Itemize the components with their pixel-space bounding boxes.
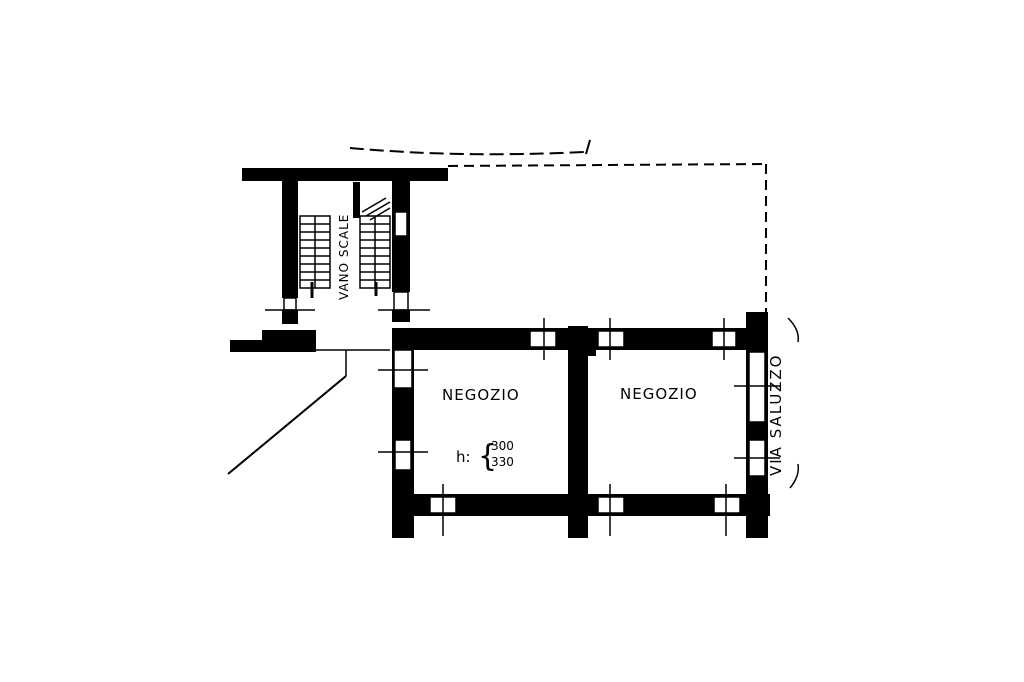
street-bracket-bottom [789,463,800,489]
window-ticks [378,318,780,538]
height-prefix: h: [456,448,471,466]
stair-wall-left-low [282,310,298,324]
partition-notch [588,348,596,356]
shop-window-gaps [393,330,766,514]
height-value-top: 300 [491,439,514,453]
diagonal-ramp-line [227,375,347,475]
stair-wall-right-low [392,310,410,322]
stair-flight-right [359,197,391,289]
stairwell-label: VANO SCALE [337,214,351,300]
dashed-boundary [447,163,767,312]
stair-wall-left [282,176,298,298]
stair-flight-left [299,215,331,289]
height-value-bottom: 330 [491,455,514,469]
street-bracket-top [787,317,800,343]
height-brace: { [478,439,497,474]
street-label: VIA SALUZZO [767,354,785,476]
top-wall [242,168,448,181]
top-arc-tick [585,139,591,155]
left-ledge-wall [230,340,316,352]
top-arc-fragment [349,147,586,156]
room-label-shop-left: NEGOZIO [442,386,520,404]
room-label-shop-right: NEGOZIO [620,385,698,403]
stair-center-divider [353,182,360,218]
left-ledge-step [262,330,316,342]
